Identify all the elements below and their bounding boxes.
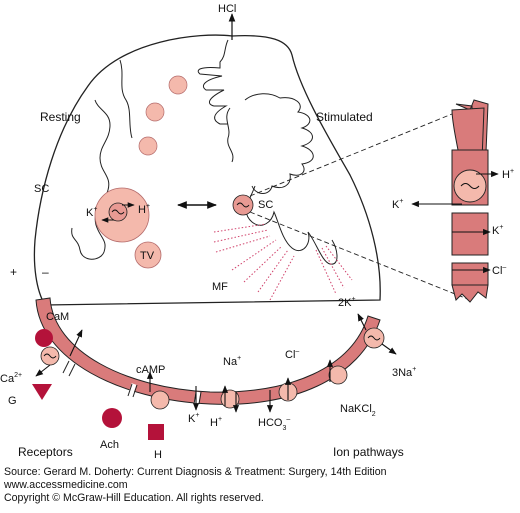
parietal-cell-diagram: K+ H+ TV — [0, 3, 514, 461]
mf-label: MF — [212, 281, 228, 293]
k-zoom-1-label: K+ — [392, 198, 403, 211]
h-zoom-label: H+ — [502, 168, 514, 181]
source-url: www.accessmedicine.com — [4, 479, 128, 492]
resting-label: Resting — [40, 110, 81, 124]
microfilaments — [213, 223, 353, 301]
cl-zoom-label: Cl– — [492, 264, 506, 277]
ach-label: Ach — [100, 439, 119, 451]
zoom-line-top — [249, 113, 453, 197]
tv-circle — [134, 241, 162, 269]
camp-pump — [150, 390, 170, 410]
stimulated-label: Stimulated — [316, 110, 373, 124]
cell-outline — [33, 34, 381, 306]
copyright-line: Copyright © McGraw-Hill Education. All r… — [4, 492, 264, 505]
vesicles — [138, 75, 188, 156]
k-bottom-label: K+ — [188, 412, 199, 425]
nakcl-pump — [328, 365, 348, 385]
camp-label: cAMP — [136, 364, 165, 376]
g-label: G — [8, 395, 17, 407]
h-bottom-label: H+ — [210, 416, 222, 429]
k-resting-label: K+ — [86, 206, 97, 219]
receptors-label: Receptors — [18, 445, 73, 459]
zoom-line-bottom — [249, 211, 471, 301]
source-footer: Source: Gerard M. Doherty: Current Diagn… — [4, 466, 516, 506]
minus-label: – — [42, 265, 49, 279]
canaliculus — [197, 39, 229, 125]
na-label: Na+ — [223, 355, 241, 368]
cam-receptor — [35, 329, 53, 347]
ca-label: Ca2+ — [0, 372, 22, 385]
hcl-label: HCl — [218, 3, 236, 15]
plus-label: + — [10, 265, 17, 279]
basolateral-membrane — [35, 297, 381, 405]
k-zoom-2-label: K+ — [492, 224, 503, 237]
cam-label: CaM — [46, 311, 69, 323]
source-line: Source: Gerard M. Doherty: Current Diagn… — [4, 466, 387, 478]
2k-label: 2K+ — [338, 296, 356, 309]
ach-receptor — [102, 408, 122, 428]
sc-right-label: SC — [258, 199, 273, 211]
g-receptor — [32, 384, 52, 400]
cl-bottom-label: Cl– — [285, 348, 299, 361]
hco3-label: HCO3– — [258, 416, 290, 432]
stimulated-canaliculi — [244, 93, 314, 194]
h-resting-label: H+ — [138, 203, 150, 216]
sc-left-label: SC — [34, 183, 49, 195]
nakcl2-label: NaKCl2 — [340, 403, 376, 418]
h-receptor-label: H — [154, 449, 162, 461]
zoomed-membrane — [451, 99, 489, 303]
ion-pathways-label: Ion pathways — [333, 445, 404, 459]
3na-label: 3Na+ — [392, 366, 416, 379]
tv-label: TV — [140, 250, 155, 262]
h-receptor-shape — [148, 424, 164, 440]
